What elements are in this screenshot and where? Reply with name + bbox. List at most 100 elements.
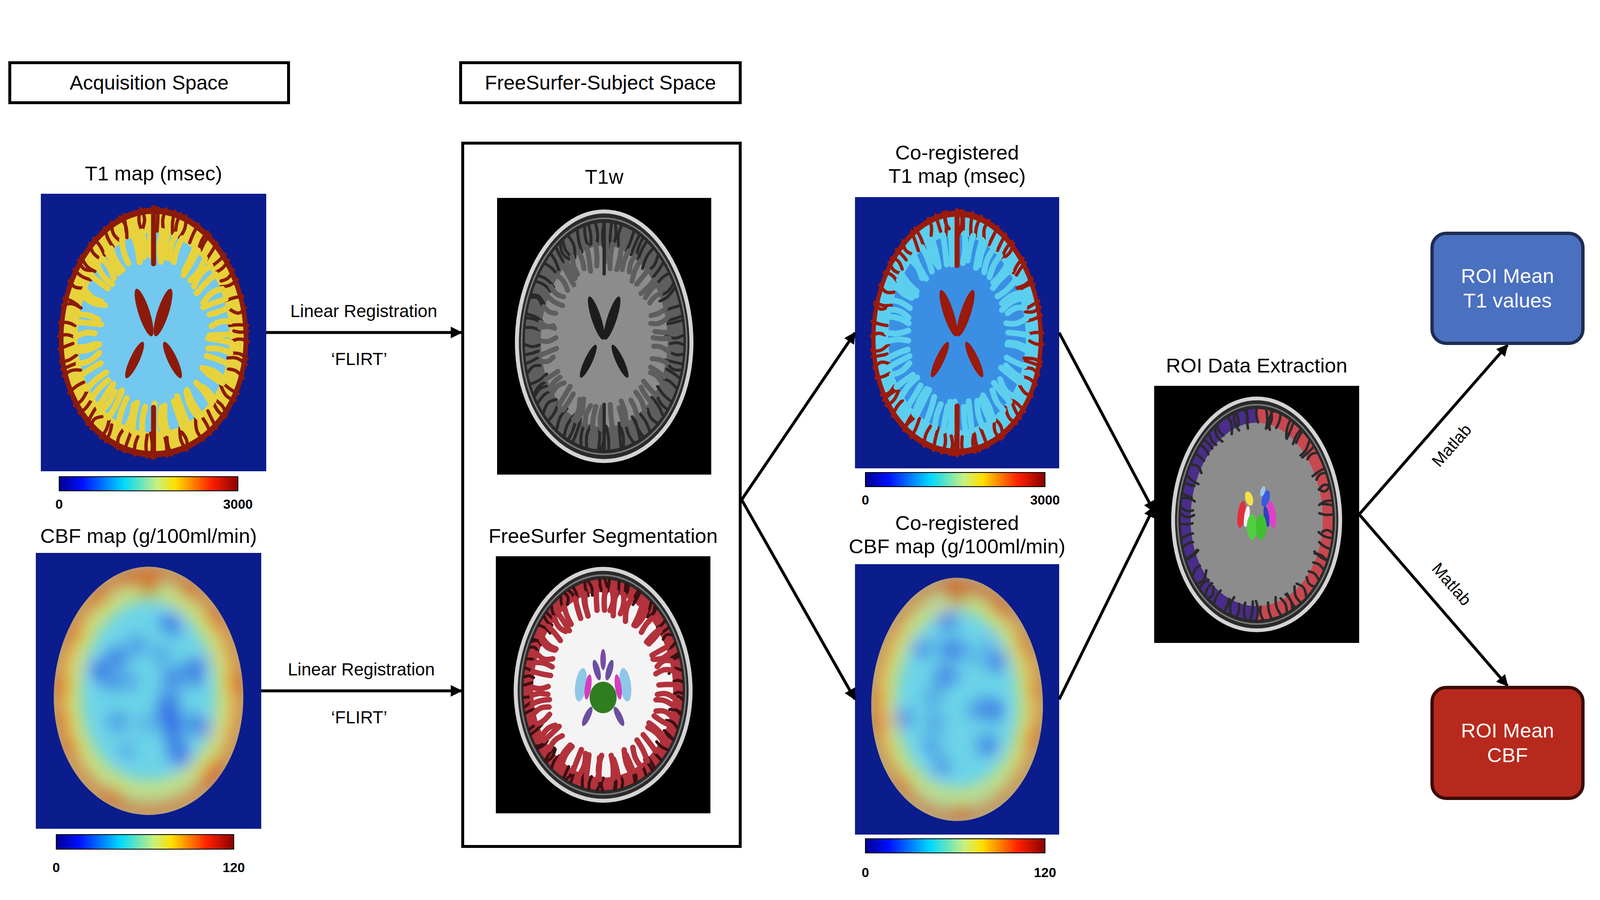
sulcus (1313, 562, 1324, 569)
perfusion-spot (196, 720, 213, 737)
sulcus (1319, 542, 1330, 549)
scalp-line (520, 575, 686, 795)
sulcus (652, 358, 668, 363)
brain-slice (517, 211, 692, 462)
perfusion-blobs (872, 581, 1042, 818)
sulcus (1306, 577, 1314, 587)
sulcus (1250, 601, 1253, 620)
sulcus (233, 330, 248, 333)
perfusion-spot (928, 715, 942, 729)
sulcus (1001, 367, 1020, 383)
sulcus (975, 216, 982, 237)
perfusion-spot (950, 671, 959, 680)
perfusion-spot (989, 597, 1002, 610)
sulcus (875, 302, 892, 306)
brain-region (525, 222, 684, 450)
perfusion-spot (893, 710, 910, 727)
sulcus (961, 210, 965, 232)
sulcus (63, 370, 81, 376)
sulcus (543, 306, 556, 314)
sulcus (93, 238, 105, 255)
sulcus (68, 382, 84, 393)
sulcus (532, 699, 550, 704)
sulcus (981, 398, 991, 423)
sulcus (586, 247, 591, 272)
brain-slice (871, 210, 1043, 455)
perfusion-spot (67, 628, 82, 642)
sulcus (196, 382, 212, 404)
sulcus (872, 354, 888, 357)
perfusion-spot (94, 590, 108, 604)
sulcus (89, 243, 99, 258)
sulcus (573, 399, 580, 420)
sulcus (674, 692, 683, 694)
left-hemisphere (1180, 409, 1257, 620)
sulcus (992, 390, 1004, 410)
sulcus (1319, 513, 1333, 515)
perfusion-spot (1027, 729, 1040, 742)
connector-arrow (1359, 514, 1508, 687)
connector-arrow (741, 332, 855, 500)
sulcus (531, 693, 548, 696)
sulcus (649, 293, 661, 303)
sulcus (1006, 357, 1025, 366)
sulcus (549, 377, 560, 390)
sulcus (213, 402, 226, 418)
image-background (35, 552, 262, 829)
sulcus (1214, 590, 1221, 603)
sulcus (1228, 417, 1233, 435)
sulcus (526, 356, 540, 364)
colorbar-tick: 0 (55, 496, 63, 513)
sulcus (202, 367, 223, 383)
sulcus (1005, 243, 1014, 257)
scalp-line (1177, 404, 1336, 624)
sulcus (141, 208, 145, 232)
sulcus (1322, 530, 1333, 533)
sulcus (1302, 447, 1314, 458)
connector-arrow (1059, 506, 1155, 700)
sulcus (1019, 284, 1035, 291)
sulcus (610, 404, 613, 429)
perfusion-spot (155, 648, 168, 661)
brain-region (873, 581, 1041, 818)
image-title: ROI Data Extraction (1165, 353, 1348, 378)
sulcus (123, 214, 127, 233)
sulcus (662, 378, 677, 388)
perfusion-spot (949, 588, 965, 604)
brain-region (871, 210, 1043, 455)
sulcus (630, 400, 638, 418)
ventricle (121, 340, 148, 381)
sulcus (124, 431, 132, 452)
sulcus (935, 215, 941, 232)
image-panel: T1w (497, 197, 712, 475)
sulcus (1183, 542, 1193, 547)
section-heading: Acquisition Space (69, 71, 229, 95)
perfusion-spot (1029, 683, 1042, 696)
ventricle (577, 342, 600, 380)
image-panel: ROI Data Extraction (1154, 385, 1360, 643)
sulcus (950, 232, 953, 265)
colorbar (865, 838, 1045, 853)
sulcus (942, 433, 946, 453)
perfusion-blobs (55, 570, 243, 812)
ventricle (150, 287, 177, 338)
perfusion-spot (163, 669, 182, 687)
sulcus (117, 430, 123, 449)
brain-slice (515, 568, 691, 801)
sulcus (1236, 413, 1239, 426)
sulcus (1196, 454, 1205, 461)
sulcus (1247, 410, 1248, 429)
image-title: T1w (585, 165, 624, 189)
sulcus (572, 256, 578, 275)
connector-arrow (261, 689, 462, 693)
perfusion-spot (56, 712, 70, 726)
sulcus (162, 208, 166, 230)
sulcus (1197, 570, 1207, 584)
method-label: ‘FLIRT’ (331, 349, 388, 370)
sulcus (1192, 565, 1200, 575)
colorbar-tick: 0 (861, 865, 870, 881)
sulcus (1260, 606, 1263, 620)
ventricle (130, 287, 158, 338)
